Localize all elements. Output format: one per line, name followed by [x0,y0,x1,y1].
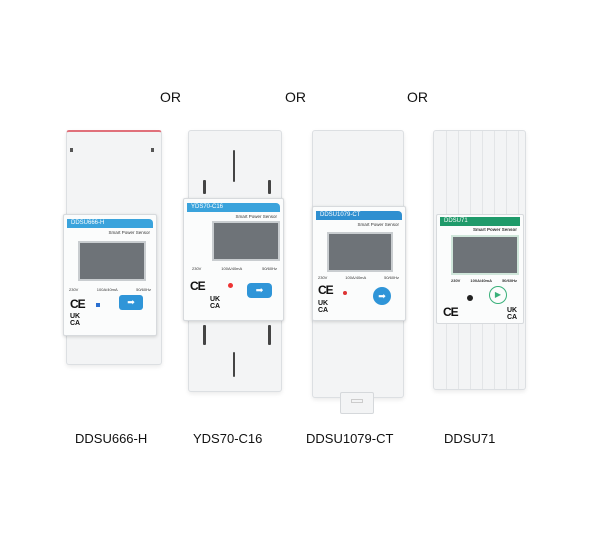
ce-mark: CE [443,305,459,319]
model-label: YDS70-C16 [187,203,280,212]
subtitle: Smart Power Sensor [357,222,399,227]
product-caption: DDSU71 [444,431,496,446]
or-separator: OR [285,89,306,105]
pulse-led [343,291,347,295]
ukca-mark: UK CA [210,296,221,310]
model-label: DDSU71 [440,217,520,226]
model-label: DDSU666-H [67,219,153,228]
play-button-icon: ▶ [489,286,507,304]
pulse-led [228,283,233,288]
pulse-led [96,303,100,307]
ukca-mark: UK CA [507,307,518,321]
lcd-display [78,241,146,281]
product-caption: YDS70-C16 [193,431,263,446]
model-label: DDSU1079-CT [316,211,402,220]
product-caption: DDSU1079-CT [306,431,394,446]
product-caption: DDSU666-H [75,431,148,446]
subtitle: Smart Power Sensor [472,227,517,232]
ce-mark: CE [190,279,206,293]
ukca-mark: UK CA [70,313,81,327]
ukca-mark: UK CA [318,300,329,314]
ce-mark: CE [70,297,86,311]
subtitle: Smart Power Sensor [235,214,277,219]
lcd-display [451,235,519,275]
or-separator: OR [407,89,428,105]
lcd-display [327,232,393,272]
subtitle: Smart Power Sensor [108,230,150,235]
arrow-button-icon: ➡ [373,287,391,305]
arrow-button-icon: ➡ [119,295,143,310]
or-separator: OR [160,89,181,105]
arrow-button-icon: ➡ [247,283,272,298]
lcd-display [212,221,280,261]
pulse-led [467,295,473,301]
ce-mark: CE [318,283,334,297]
